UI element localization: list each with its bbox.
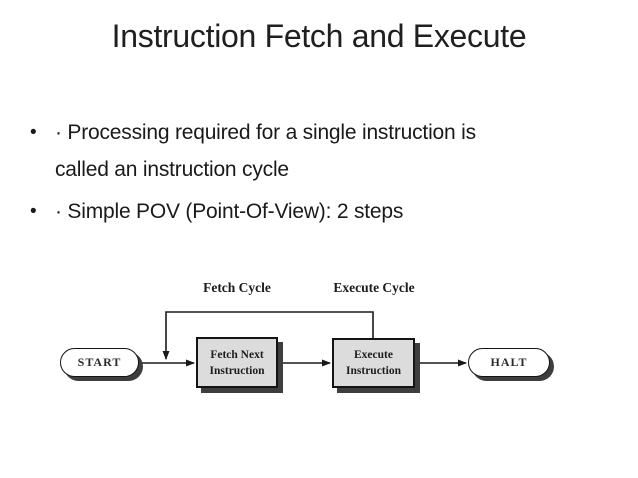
list-item: • · Simple POV (Point-Of-View): 2 steps — [30, 193, 610, 230]
page-title: Instruction Fetch and Execute — [111, 18, 527, 54]
list-item: • · Processing required for a single ins… — [30, 114, 610, 188]
bullet-text-line: called an instruction cycle — [55, 158, 289, 181]
bullet-text-line: · Simple POV (Point-Of-View): 2 steps — [55, 200, 404, 223]
fetch-next-instruction-box: Fetch Next Instruction — [196, 337, 278, 388]
bullet-text: · Processing required for a single instr… — [47, 114, 476, 188]
process-label-line: Instruction — [209, 364, 265, 377]
bullet-icon: • — [30, 201, 37, 222]
halt-label: HALT — [490, 355, 528, 369]
bullet-icon: • — [30, 122, 37, 143]
execute-instruction-box: Execute Instruction — [332, 338, 415, 388]
start-terminator: START — [60, 348, 139, 377]
fetch-cycle-label: Fetch Cycle — [203, 280, 271, 295]
process-label-line: Fetch Next — [210, 348, 264, 361]
process-label-line: Execute — [354, 349, 393, 361]
halt-terminator: HALT — [468, 348, 550, 377]
bullet-text-line: · Processing required for a single instr… — [55, 121, 476, 144]
start-label: START — [77, 355, 122, 369]
bullet-list: • · Processing required for a single ins… — [30, 114, 610, 235]
bullet-text: · Simple POV (Point-Of-View): 2 steps — [47, 193, 403, 230]
fetch-execute-flowchart: Fetch Cycle Execute Cycle START Fetch Ne… — [0, 270, 638, 430]
flow-arrows — [138, 311, 467, 367]
process-label-line: Instruction — [346, 365, 401, 377]
execute-cycle-label: Execute Cycle — [333, 280, 415, 295]
